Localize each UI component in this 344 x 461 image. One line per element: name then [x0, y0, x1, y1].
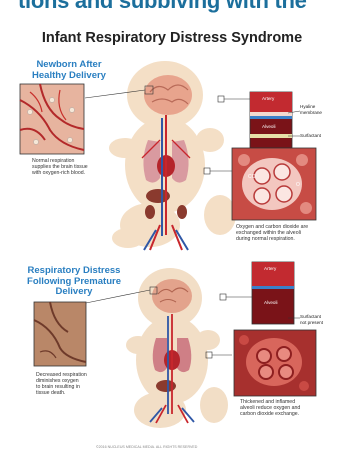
section2-alveoli-label: Alveoli [264, 300, 278, 306]
section1-artery-label: Artery [262, 96, 274, 102]
section2-surfactant-label: Surfactant not present [300, 314, 323, 325]
section2-caption: Decreased respiration diminishes oxygen … [36, 372, 116, 396]
section1-heading-line2: Healthy Delivery [24, 71, 114, 82]
brain-tissue-closeup-bottom [34, 302, 86, 366]
section1-alveoli-caption-line3: during normal respiration. [236, 236, 332, 242]
section1-alveoli-label: Alveoli [262, 124, 276, 130]
section2-alveoli-caption-line3: carbon dioxide exchange. [240, 411, 336, 417]
section1-caption: Normal respiration supplies the brain ti… [32, 158, 112, 176]
copyright-footer: ©2016 NUCLEUS MEDICAL MEDIA. ALL RIGHTS … [96, 445, 197, 449]
section2-heading-line1: Respiratory Distress [24, 266, 124, 277]
brain-top [144, 75, 192, 115]
section1-heading: Newborn After Healthy Delivery [24, 60, 114, 81]
svg-text:O: O [296, 182, 300, 188]
section2-surfactant-label-line1: Surfactant [300, 314, 323, 320]
section2-alveoli-caption: Thickened and inflamed alveoli reduce ox… [240, 399, 336, 417]
svg-text:CO: CO [248, 174, 256, 180]
section2-caption-line4: tissue death. [36, 390, 116, 396]
section2-heading-line3: Delivery [24, 287, 124, 298]
section1-heading-line1: Newborn After [24, 60, 114, 71]
brain-bottom [152, 279, 192, 313]
section2-artery-label: Artery [264, 266, 276, 272]
section1-hyaline-label: Hyaline membrane [300, 104, 322, 115]
section1-surfactant-label: Surfactant [300, 133, 321, 139]
alveoli-closeup-top: CO O [232, 148, 316, 220]
alveoli-closeup-bottom [234, 330, 316, 396]
section2-heading: Respiratory Distress Following Premature… [24, 266, 124, 298]
section1-hyaline-label-line2: membrane [300, 110, 322, 116]
section1-caption-line3: with oxygen-rich blood. [32, 170, 112, 176]
section2-surfactant-label-line2: not present [300, 320, 323, 326]
section1-alveoli-caption: Oxygen and carbon dioxide are exchanged … [236, 224, 332, 242]
brain-tissue-closeup-top [20, 84, 84, 154]
